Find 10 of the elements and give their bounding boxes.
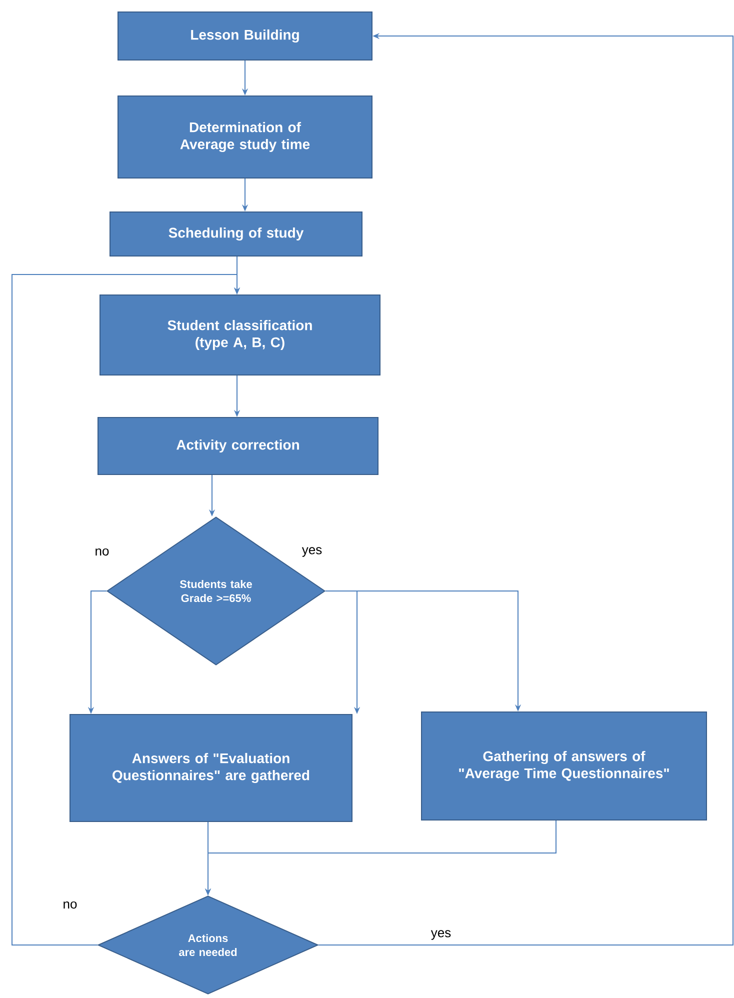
arrow bbox=[12, 274, 240, 946]
edge-label: yes bbox=[430, 929, 452, 941]
process-box: Student classification (type A, B, C) bbox=[100, 294, 380, 376]
process-box: Determination of Average study time bbox=[118, 96, 372, 178]
process-box: Gathering of answers of "Average Time Questionnaires" bbox=[421, 712, 707, 820]
process-box: Lesson Building bbox=[118, 12, 372, 60]
edge-label: yes bbox=[300, 546, 324, 558]
process-box: Activity correction bbox=[98, 417, 378, 475]
process-box: Answers of "Evaluation Questionnaires" are gathered bbox=[70, 714, 352, 822]
process-box: Scheduling of study bbox=[110, 212, 362, 256]
